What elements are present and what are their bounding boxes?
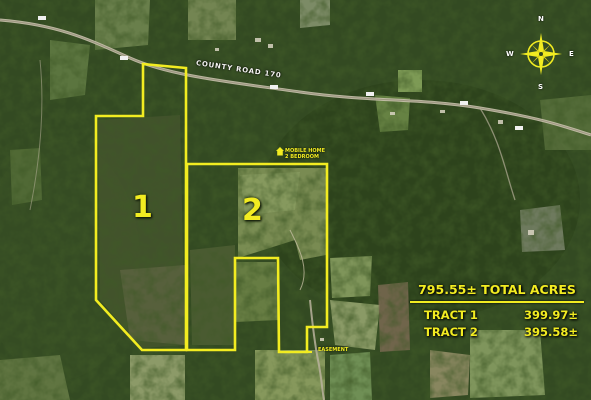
tract-1-acres-value: 399.97± — [523, 308, 578, 322]
tract-2-acres-label: TRACT 2 — [424, 325, 478, 339]
tract-1-label[interactable]: 1 — [132, 190, 153, 225]
compass-east: E — [569, 50, 574, 58]
acreage-summary: 795.55± TOTAL ACRES TRACT 1 399.97± TRAC… — [408, 282, 586, 342]
mobile-home-label: MOBILE HOME 2 BEDROOM — [285, 148, 326, 160]
compass-west: W — [506, 50, 514, 58]
tract-1-acres-label: TRACT 1 — [424, 308, 478, 322]
compass-rose-icon — [520, 33, 562, 75]
house-icon — [276, 147, 284, 156]
tract-2-acres-value: 395.58± — [523, 325, 578, 339]
compass-north: N — [538, 15, 544, 23]
tract-2-label[interactable]: 2 — [242, 193, 263, 228]
tract-1-acres-row: TRACT 1 399.97± — [408, 307, 586, 324]
total-acres: 795.55± TOTAL ACRES — [418, 282, 576, 297]
summary-divider — [410, 301, 584, 303]
compass-south: S — [538, 83, 544, 91]
tract-2-boundary[interactable] — [185, 162, 329, 354]
easement-label: EASEMENT — [318, 347, 349, 353]
tract-2-acres-row: TRACT 2 395.58± — [408, 324, 586, 341]
